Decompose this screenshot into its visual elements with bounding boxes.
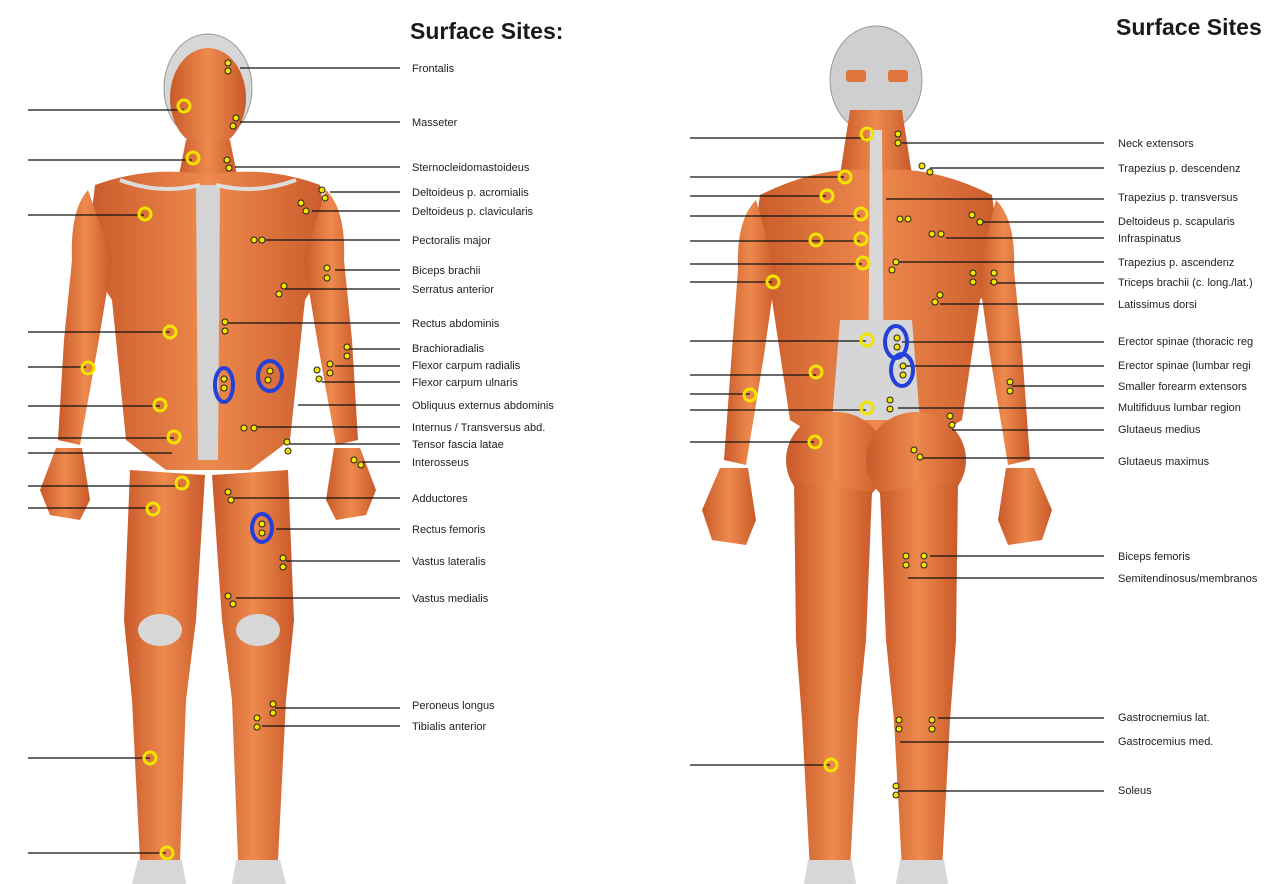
label-flexor-carpum-ulnaris: Flexor carpum ulnaris <box>412 377 518 389</box>
label-multifiduus-lumbar: Multifiduus lumbar region <box>1118 402 1241 414</box>
label-brachioradialis: Brachioradialis <box>412 343 484 355</box>
label-sternocleidomastoideus: Sternocleidomastoideus <box>412 162 529 174</box>
label-deltoideus-clavicularis: Deltoideus p. clavicularis <box>412 206 533 218</box>
front-face-muscles <box>170 48 246 148</box>
back-body-illustration <box>690 0 1274 884</box>
front-left-knee <box>236 614 280 646</box>
back-right-arm <box>978 200 1030 465</box>
label-trapezius-ascendenz: Trapezius p. ascendenz <box>1118 257 1234 269</box>
label-pectoralis-major: Pectoralis major <box>412 235 491 247</box>
label-flexor-carpum-radialis: Flexor carpum radialis <box>412 360 520 372</box>
label-infraspinatus: Infraspinatus <box>1118 233 1181 245</box>
label-deltoideus-scapularis: Deltoideus p. scapularis <box>1118 216 1235 228</box>
label-adductores: Adductores <box>412 493 468 505</box>
front-view-panel: Surface Sites: Frontalis Masseter Sterno… <box>0 0 588 884</box>
front-right-knee <box>138 614 182 646</box>
label-tensor-fascia-latae: Tensor fascia latae <box>412 439 504 451</box>
label-erector-spinae-thoracic: Erector spinae (thoracic reg <box>1118 336 1253 348</box>
label-trapezius-descendenz: Trapezius p. descendenz <box>1118 163 1241 175</box>
back-right-leg <box>880 480 958 870</box>
label-rectus-femoris: Rectus femoris <box>412 524 485 536</box>
label-soleus: Soleus <box>1118 785 1152 797</box>
back-right-hand <box>998 468 1052 545</box>
front-right-leg <box>124 470 205 860</box>
back-view-panel: Surface Sites Neck extensors Trapezius p… <box>690 0 1274 884</box>
back-title: Surface Sites <box>1116 14 1262 41</box>
front-linea-alba <box>196 185 220 460</box>
back-left-leg <box>794 480 872 870</box>
label-neck-extensors: Neck extensors <box>1118 138 1194 150</box>
label-glutaeus-medius: Glutaeus medius <box>1118 424 1201 436</box>
label-vastus-medialis: Vastus medialis <box>412 593 488 605</box>
label-smaller-forearm-extensors: Smaller forearm extensors <box>1118 381 1247 393</box>
label-biceps-brachii: Biceps brachii <box>412 265 480 277</box>
label-interosseus: Interosseus <box>412 457 469 469</box>
label-gastrocemius-med: Gastrocemius med. <box>1118 736 1213 748</box>
label-serratus-anterior: Serratus anterior <box>412 284 494 296</box>
back-left-hand <box>702 468 756 545</box>
label-internus-transversus: Internus / Transversus abd. <box>412 422 545 434</box>
label-masseter: Masseter <box>412 117 457 129</box>
label-erector-spinae-lumbar: Erector spinae (lumbar regi <box>1118 360 1251 372</box>
label-biceps-femoris: Biceps femoris <box>1118 551 1190 563</box>
label-deltoideus-acromialis: Deltoideus p. acromialis <box>412 187 529 199</box>
label-gastrocnemius-lat: Gastrocnemius lat. <box>1118 712 1210 724</box>
label-semitendinosus: Semitendinosus/membranos <box>1118 573 1257 585</box>
label-vastus-lateralis: Vastus lateralis <box>412 556 486 568</box>
label-latissimus-dorsi: Latissimus dorsi <box>1118 299 1197 311</box>
label-triceps-brachii: Triceps brachii (c. long./lat.) <box>1118 277 1253 289</box>
label-obliquus-externus: Obliquus externus abdominis <box>412 400 554 412</box>
label-rectus-abdominis: Rectus abdominis <box>412 318 499 330</box>
label-peroneus-longus: Peroneus longus <box>412 700 495 712</box>
front-right-hand <box>40 448 90 520</box>
label-trapezius-transversus: Trapezius p. transversus <box>1118 192 1238 204</box>
label-frontalis: Frontalis <box>412 63 454 75</box>
label-tibialis-anterior: Tibialis anterior <box>412 721 486 733</box>
label-glutaeus-maximus: Glutaeus maximus <box>1118 456 1209 468</box>
front-title: Surface Sites: <box>410 18 563 45</box>
